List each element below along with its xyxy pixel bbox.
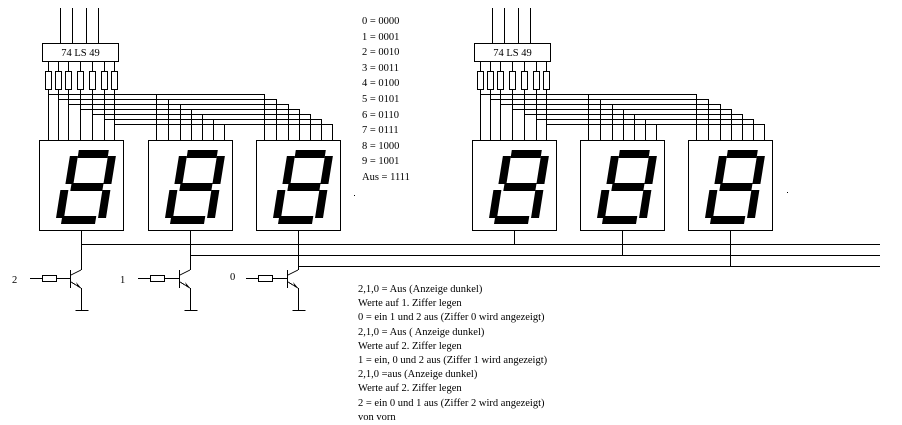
resistor-array-1 xyxy=(45,62,118,90)
note-line: 2 = ein 0 und 1 aus (Ziffer 2 wird angez… xyxy=(358,397,545,409)
decoder-1-box xyxy=(42,43,119,62)
resistor-array-2 xyxy=(477,62,550,90)
segment xyxy=(103,156,116,184)
display-4 xyxy=(472,140,557,231)
segment xyxy=(618,150,650,158)
display-1 xyxy=(39,140,124,231)
segment xyxy=(98,190,111,218)
code-entry: 9 = 1001 xyxy=(362,156,400,168)
display-3 xyxy=(256,140,341,231)
decoder-2-label: 74 LS 49 xyxy=(493,48,532,59)
note-line: Werte auf 1. Ziffer legen xyxy=(358,298,462,310)
segment xyxy=(212,156,225,184)
common-bus xyxy=(81,244,880,270)
segment xyxy=(294,150,326,158)
segment xyxy=(747,190,760,218)
code-entry: 7 = 0111 xyxy=(362,125,399,137)
seven-segment-digit-1 xyxy=(56,150,116,224)
segment xyxy=(56,190,69,218)
seven-segment-digit-2 xyxy=(165,150,225,224)
segment xyxy=(278,216,314,224)
segment-bus-1 xyxy=(48,90,333,140)
segment xyxy=(489,190,502,218)
segment xyxy=(282,156,295,184)
segment xyxy=(639,190,652,218)
transistor-label-1: 1 xyxy=(120,275,125,286)
decoder-1-inputs xyxy=(60,8,99,43)
segment xyxy=(170,216,206,224)
segment xyxy=(644,156,657,184)
segment xyxy=(70,183,104,191)
segment xyxy=(207,190,220,218)
display-2 xyxy=(148,140,233,231)
display-6 xyxy=(688,140,773,231)
segment xyxy=(315,190,328,218)
segment xyxy=(510,150,542,158)
code-entry: 6 = 0110 xyxy=(362,109,400,121)
note-line: Werte auf 2. Ziffer legen xyxy=(358,383,462,395)
code-entry: 3 = 0011 xyxy=(362,62,400,74)
bcd-code-table: 0 = 0000 1 = 0001 2 = 0010 3 = 0011 4 = … xyxy=(362,14,410,186)
segment xyxy=(174,156,187,184)
code-entry: 5 = 0101 xyxy=(362,93,400,105)
segment xyxy=(287,183,321,191)
code-entry: 2 = 0010 xyxy=(362,47,400,59)
decoder-2-box xyxy=(474,43,551,62)
decoder-1-label: 74 LS 49 xyxy=(61,48,100,59)
note-line: von vorn xyxy=(358,411,396,423)
display-5 xyxy=(580,140,665,231)
segment xyxy=(65,156,78,184)
transistor-label-2: 2 xyxy=(12,275,17,286)
segment xyxy=(536,156,549,184)
code-entry: Aus = 1111 xyxy=(362,171,410,183)
code-entry: 4 = 0100 xyxy=(362,78,400,90)
transistor-label-0: 0 xyxy=(230,272,235,283)
segment xyxy=(498,156,511,184)
segment xyxy=(77,150,109,158)
segment-bus-2 xyxy=(480,90,765,140)
segment xyxy=(186,150,218,158)
segment xyxy=(606,156,619,184)
segment xyxy=(61,216,97,224)
segment xyxy=(503,183,537,191)
segment xyxy=(602,216,638,224)
code-entry: 1 = 0001 xyxy=(362,31,400,43)
transistor-stage-1 xyxy=(138,269,198,311)
segment xyxy=(710,216,746,224)
seven-segment-digit-6 xyxy=(705,150,765,224)
multiplex-notes: 2,1,0 = Aus (Anzeige dunkel) Werte auf 1… xyxy=(358,283,547,425)
segment xyxy=(179,183,213,191)
decoder-2-inputs xyxy=(492,8,531,43)
code-entry: 8 = 1000 xyxy=(362,140,400,152)
seven-segment-digit-3 xyxy=(273,150,333,224)
segment xyxy=(273,190,286,218)
segment xyxy=(494,216,530,224)
code-entry: 0 = 0000 xyxy=(362,16,400,27)
segment xyxy=(597,190,610,218)
segment xyxy=(705,190,718,218)
segment xyxy=(714,156,727,184)
segment xyxy=(531,190,544,218)
note-line: 1 = ein, 0 und 2 aus (Ziffer 1 wird ange… xyxy=(358,355,548,367)
transistor-stage-2 xyxy=(30,269,89,311)
seven-segment-digit-4 xyxy=(489,150,549,224)
seven-segment-digit-5 xyxy=(597,150,657,224)
segment xyxy=(719,183,753,191)
note-line: 0 = ein 1 und 2 aus (Ziffer 0 wird angez… xyxy=(358,312,545,324)
segment xyxy=(320,156,333,184)
note-line: 2,1,0 =aus (Anzeige dunkel) xyxy=(358,369,478,381)
segment xyxy=(726,150,758,158)
note-line: 2,1,0 = Aus (Anzeige dunkel) xyxy=(358,284,483,295)
segment xyxy=(165,190,178,218)
note-line: 2,1,0 = Aus ( Anzeige dunkel) xyxy=(358,326,485,338)
transistor-stage-0 xyxy=(246,269,306,311)
note-line: Werte auf 2. Ziffer legen xyxy=(358,340,462,352)
segment xyxy=(752,156,765,184)
segment xyxy=(611,183,645,191)
